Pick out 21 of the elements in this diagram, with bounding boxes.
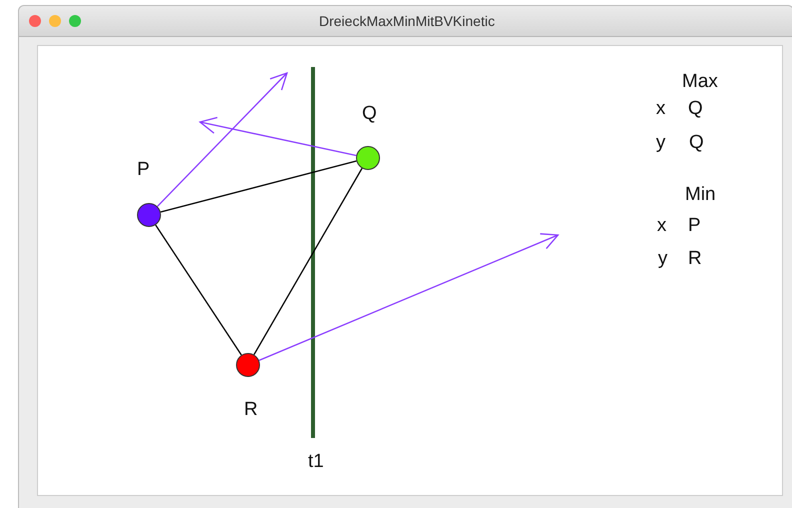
triangle-side bbox=[160, 160, 357, 213]
vector-arrow bbox=[258, 233, 559, 361]
status-text: Max bbox=[682, 72, 718, 91]
status-text: P bbox=[688, 216, 701, 235]
triangle-side bbox=[253, 168, 363, 355]
status-text: R bbox=[688, 249, 702, 268]
status-text: x bbox=[656, 99, 666, 118]
status-text: Q bbox=[688, 99, 703, 118]
triangle-side bbox=[155, 224, 242, 356]
status-text: Min bbox=[685, 185, 716, 204]
point-label: P bbox=[137, 160, 150, 179]
status-text: y bbox=[656, 133, 666, 152]
point-label: Q bbox=[362, 104, 377, 123]
vector-arrow bbox=[199, 116, 356, 156]
status-text: Q bbox=[689, 133, 704, 152]
status-text: y bbox=[658, 249, 668, 268]
window-title: DreieckMaxMinMitBVKinetic bbox=[319, 13, 495, 29]
line-label: t1 bbox=[308, 452, 324, 471]
status-text: x bbox=[657, 216, 666, 235]
point-label: R bbox=[244, 400, 258, 419]
vector-arrow bbox=[156, 72, 288, 207]
